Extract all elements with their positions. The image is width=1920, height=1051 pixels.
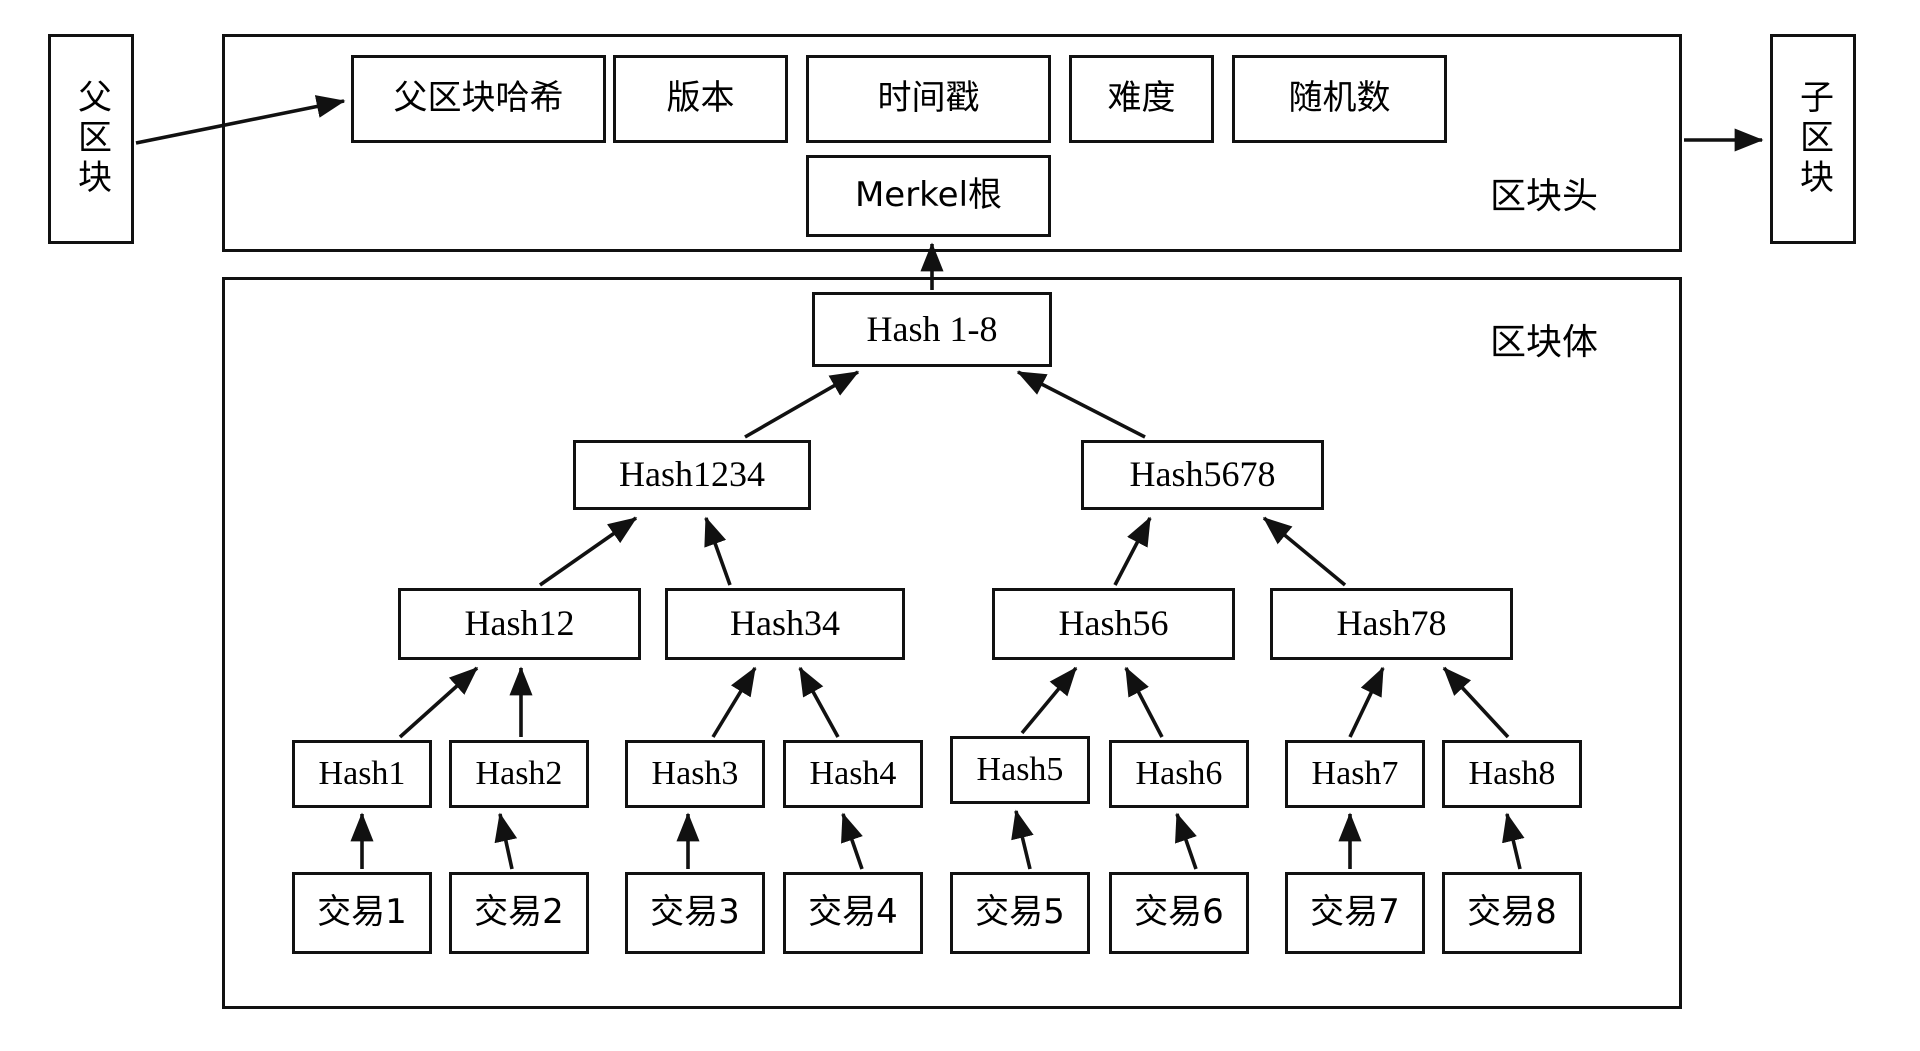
leaf-hash-1[interactable]: Hash1 [292,740,432,808]
leaf-hash-label: Hash7 [1311,755,1399,793]
header-field-timestamp[interactable]: 时间戳 [806,55,1051,143]
hash-node-hash56[interactable]: Hash56 [992,588,1235,660]
header-field-merkel-root[interactable]: Merkel根 [806,155,1051,237]
leaf-hash-6[interactable]: Hash6 [1109,740,1249,808]
transaction-8[interactable]: 交易8 [1442,872,1582,954]
transaction-label: 交易3 [650,892,740,933]
leaf-hash-5[interactable]: Hash5 [950,736,1090,804]
transaction-label: 交易8 [1467,892,1557,933]
leaf-hash-3[interactable]: Hash3 [625,740,765,808]
hash-node-label: Hash12 [464,603,575,644]
hash-node-hash1234[interactable]: Hash1234 [573,440,811,510]
header-field-label: 父区块哈希 [393,78,564,119]
hash-node-label: Hash1234 [619,454,765,495]
transaction-label: 交易5 [975,892,1065,933]
child-block-label: 子区块 [1793,78,1834,200]
header-field-label: 随机数 [1288,78,1391,119]
header-field-nonce[interactable]: 随机数 [1232,55,1447,143]
leaf-hash-label: Hash2 [475,755,563,793]
header-field-version[interactable]: 版本 [613,55,788,143]
transaction-6[interactable]: 交易6 [1109,872,1249,954]
leaf-hash-7[interactable]: Hash7 [1285,740,1425,808]
merkle-root-label: Hash 1-8 [866,308,998,349]
leaf-hash-4[interactable]: Hash4 [783,740,923,808]
hash-node-hash34[interactable]: Hash34 [665,588,905,660]
block-body-section-label: 区块体 [1490,322,1599,363]
block-header-section-label: 区块头 [1490,176,1599,217]
parent-block-label: 父区块 [71,78,112,200]
leaf-hash-label: Hash6 [1135,755,1223,793]
header-field-label: 难度 [1107,78,1176,119]
transaction-label: 交易6 [1134,892,1224,933]
header-field-prev-hash[interactable]: 父区块哈希 [351,55,606,143]
transaction-label: 交易2 [474,892,564,933]
hash-node-hash5678[interactable]: Hash5678 [1081,440,1324,510]
transaction-2[interactable]: 交易2 [449,872,589,954]
transaction-3[interactable]: 交易3 [625,872,765,954]
leaf-hash-label: Hash4 [809,755,897,793]
hash-node-hash12[interactable]: Hash12 [398,588,641,660]
hash-node-hash78[interactable]: Hash78 [1270,588,1513,660]
transaction-5[interactable]: 交易5 [950,872,1090,954]
hash-node-label: Hash56 [1058,603,1169,644]
child-block-box[interactable]: 子区块 [1770,34,1856,244]
transaction-label: 交易4 [808,892,898,933]
leaf-hash-label: Hash3 [651,755,739,793]
header-field-label: 时间戳 [877,78,980,119]
hash-node-label: Hash78 [1336,603,1447,644]
hash-node-label: Hash34 [730,603,840,644]
leaf-hash-2[interactable]: Hash2 [449,740,589,808]
leaf-hash-label: Hash8 [1468,755,1556,793]
transaction-label: 交易1 [317,892,407,933]
header-field-difficulty[interactable]: 难度 [1069,55,1214,143]
leaf-hash-8[interactable]: Hash8 [1442,740,1582,808]
transaction-7[interactable]: 交易7 [1285,872,1425,954]
parent-block-box[interactable]: 父区块 [48,34,134,244]
hash-node-label: Hash5678 [1129,454,1276,495]
leaf-hash-label: Hash5 [976,751,1064,789]
header-field-label: 版本 [666,78,735,119]
merkle-root-box[interactable]: Hash 1-8 [812,292,1052,367]
transaction-label: 交易7 [1310,892,1400,933]
transaction-4[interactable]: 交易4 [783,872,923,954]
transaction-1[interactable]: 交易1 [292,872,432,954]
header-field-label: Merkel根 [854,175,1003,216]
leaf-hash-label: Hash1 [318,755,406,793]
